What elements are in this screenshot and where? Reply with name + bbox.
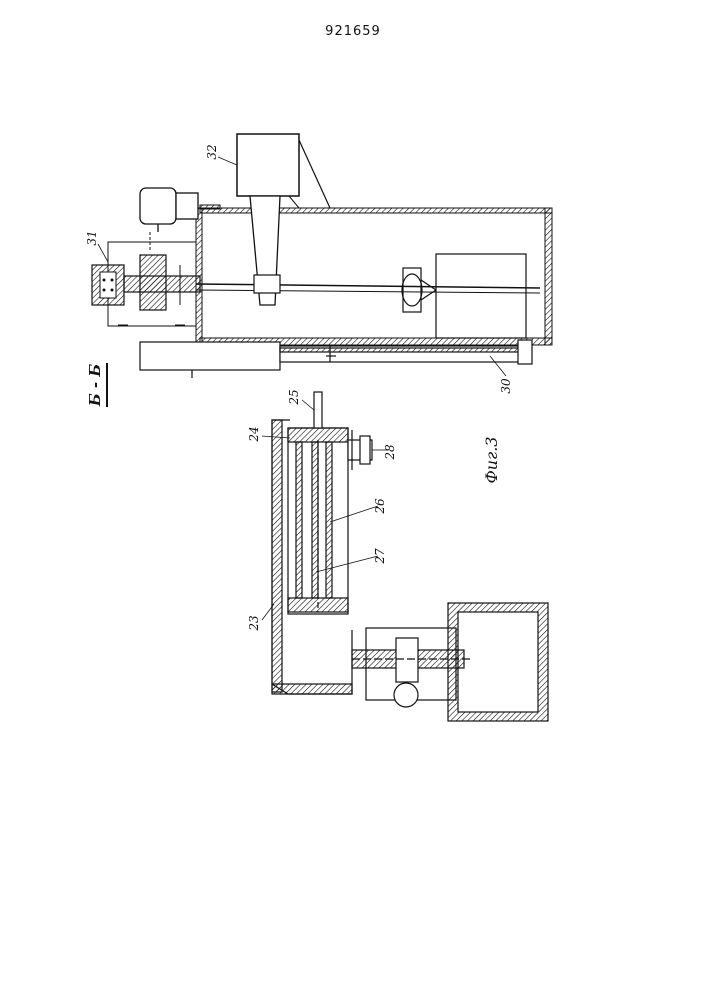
svg-text:25: 25 [287, 389, 301, 405]
callout-32: 32 [205, 144, 219, 159]
unit-32 [237, 134, 330, 305]
callout-28: 28 [383, 444, 397, 461]
spindle-unit [92, 232, 540, 326]
svg-text:27: 27 [373, 548, 387, 565]
callout-26: 26 [373, 498, 387, 515]
callout-27: 27 [373, 548, 387, 565]
inner-cylinder-26-27 [288, 392, 372, 614]
svg-text:28: 28 [383, 444, 397, 461]
svg-text:32: 32 [205, 144, 219, 159]
callout-23: 23 [247, 615, 261, 632]
svg-text:23: 23 [247, 615, 261, 632]
callout-30: 30 [499, 378, 513, 394]
figure-caption: Фиг.3 [482, 437, 501, 484]
rail-30 [140, 340, 532, 378]
upper-housing [196, 205, 552, 345]
svg-text:Фиг.3: Фиг.3 [482, 437, 501, 484]
callout-24: 24 [247, 426, 261, 442]
callout-31: 31 [85, 230, 99, 245]
svg-text:24: 24 [247, 426, 261, 442]
svg-text:Б - Б: Б - Б [86, 364, 104, 407]
drive-box [352, 603, 548, 721]
motor [140, 188, 198, 232]
section-label: Б - Б [86, 363, 107, 407]
document-number: 921659 [325, 24, 381, 39]
svg-text:31: 31 [85, 230, 99, 245]
svg-text:30: 30 [499, 378, 513, 394]
svg-text:26: 26 [373, 498, 387, 515]
inner-mechanism [402, 254, 526, 338]
callout-25: 25 [287, 389, 301, 405]
